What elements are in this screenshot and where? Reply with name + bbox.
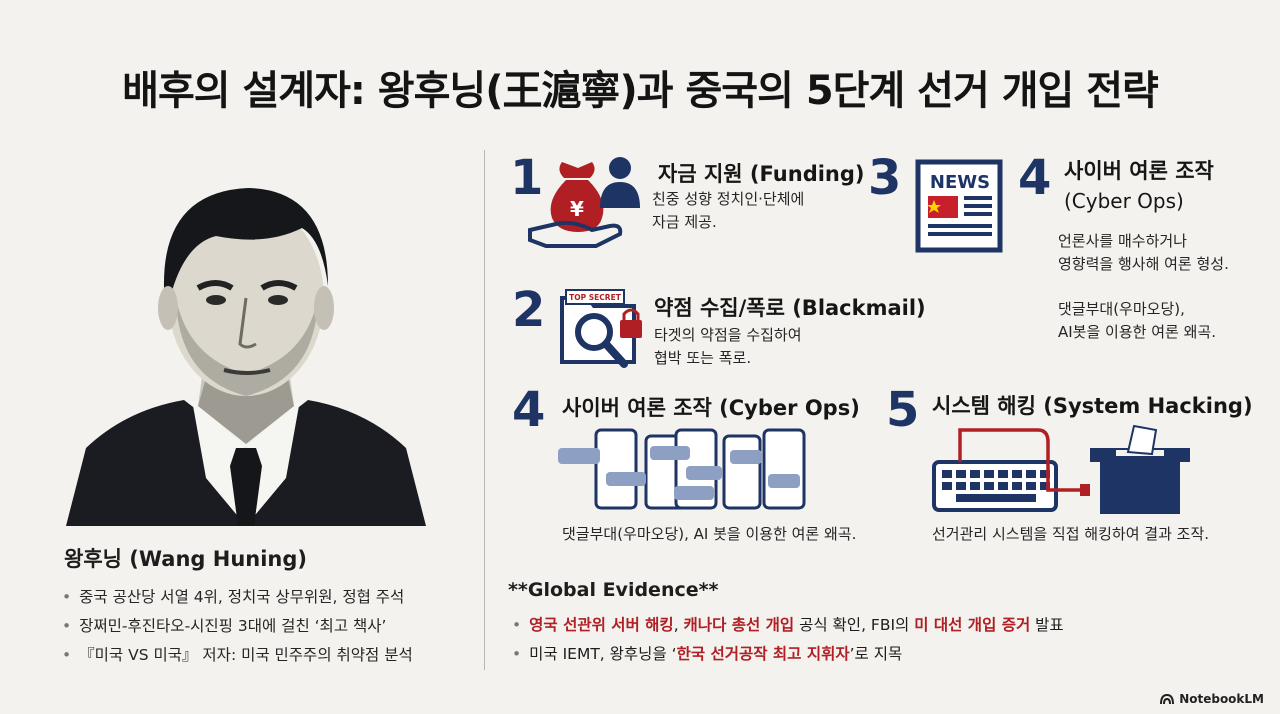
bio-item: 장쩌민-후진타오-시진핑 3대에 걸친 ‘최고 책사’ <box>62 612 413 641</box>
newspaper-icon: NEWS <box>915 159 1003 253</box>
evidence-text: , <box>673 616 684 634</box>
step-5-desc: 선거관리 시스템을 직접 해킹하여 결과 조작. <box>932 525 1210 543</box>
page-title: 배후의 설계자: 왕후닝(王滬寧)과 중국의 5단계 선거 개입 전략 <box>122 68 1159 114</box>
step-2-desc-line: 협박 또는 폭로. <box>654 349 752 367</box>
evidence-list: 영국 선관위 서버 해킹, 캐나다 총선 개입 공식 확인, FBI의 미 대선… <box>512 611 1064 669</box>
step-4a-title-line: (Cyber Ops) <box>1064 189 1184 213</box>
vertical-divider <box>484 150 485 670</box>
step-4a-title: 사이버 여론 조작 (Cyber Ops) <box>1064 156 1214 216</box>
evidence-highlight: 캐나다 총선 개입 <box>683 616 795 634</box>
bio-item: 중국 공산당 서열 4위, 정치국 상무위원, 정협 주석 <box>62 583 413 612</box>
secret-folder-magnifier-icon: TOP SECRET <box>560 289 642 368</box>
step-2-desc: 타겟의 약점을 수집하여 협박 또는 폭로. <box>654 324 802 370</box>
notebooklm-logo-icon <box>1160 693 1175 705</box>
step-4a-desc-line: 영향력을 행사해 여론 형성. <box>1058 255 1229 273</box>
step-1-desc-line: 친중 성향 정치인·단체에 <box>652 190 805 208</box>
step-1-number: 1 <box>510 150 544 206</box>
step-1-desc-line: 자금 제공. <box>652 213 717 231</box>
step-2-desc-line: 타겟의 약점을 수집하여 <box>654 326 802 344</box>
portrait-illustration <box>66 148 426 526</box>
bio-list: 중국 공산당 서열 4위, 정치국 상무위원, 정협 주석 장쩌민-후진타오-시… <box>62 583 413 670</box>
step-3-number: 3 <box>868 150 902 206</box>
person-name: 왕후닝 (Wang Huning) <box>64 547 308 571</box>
step-4a-desc: 언론사를 매수하거나 영향력을 행사해 여론 형성. 댓글부대(우마오당), A… <box>1058 230 1229 344</box>
evidence-highlight: 미 대선 개입 증거 <box>914 616 1031 634</box>
evidence-highlight: 영국 선관위 서버 해킹 <box>529 616 674 634</box>
step-4a-desc-line: 언론사를 매수하거나 <box>1058 232 1187 250</box>
step-4a-title-line: 사이버 여론 조작 <box>1064 159 1214 183</box>
evidence-text: 미국 IEMT, 왕후닝을 ‘ <box>529 645 677 663</box>
step-4a-number: 4 <box>1018 150 1052 206</box>
svg-text:¥: ¥ <box>570 197 584 221</box>
keyboard-ballot-box-icon <box>932 424 1190 514</box>
step-1-title: 자금 지원 (Funding) <box>658 162 865 186</box>
evidence-title: **Global Evidence** <box>508 579 719 601</box>
step-4b-desc: 댓글부대(우마오당), AI 봇을 이용한 여론 왜곡. <box>562 525 857 543</box>
step-5-title: 시스템 해킹 (System Hacking) <box>932 394 1253 418</box>
news-label: NEWS <box>930 172 990 193</box>
smartphones-comments-icon <box>558 428 806 510</box>
money-bag-hand-icon: ¥ <box>528 157 640 248</box>
evidence-text: 발표 <box>1030 616 1064 634</box>
step-4b-title: 사이버 여론 조작 (Cyber Ops) <box>562 396 860 420</box>
step-2-number: 2 <box>512 282 546 338</box>
step-1-desc: 친중 성향 정치인·단체에 자금 제공. <box>652 188 804 234</box>
evidence-text: 공식 확인, FBI의 <box>794 616 915 634</box>
step-4a-desc-line: AI봇을 이용한 여론 왜곡. <box>1058 323 1216 341</box>
top-secret-label: TOP SECRET <box>569 293 622 302</box>
evidence-item: 영국 선관위 서버 해킹, 캐나다 총선 개입 공식 확인, FBI의 미 대선… <box>512 611 1064 640</box>
step-5-number: 5 <box>886 382 920 438</box>
bio-item: 『미국 VS 미국』 저자: 미국 민주주의 취약점 분석 <box>62 641 413 670</box>
step-4b-number: 4 <box>512 382 546 438</box>
step-4a-desc-line: 댓글부대(우마오당), <box>1058 300 1185 318</box>
notebooklm-brand: NotebookLM <box>1159 692 1264 706</box>
step-2-title: 약점 수집/폭로 (Blackmail) <box>654 296 926 320</box>
evidence-item: 미국 IEMT, 왕후닝을 ‘한국 선거공작 최고 지휘자’로 지목 <box>512 640 1064 669</box>
evidence-highlight: 한국 선거공작 최고 지휘자 <box>676 645 850 663</box>
evidence-text: ’로 지목 <box>849 645 903 663</box>
brand-label: NotebookLM <box>1179 692 1264 706</box>
